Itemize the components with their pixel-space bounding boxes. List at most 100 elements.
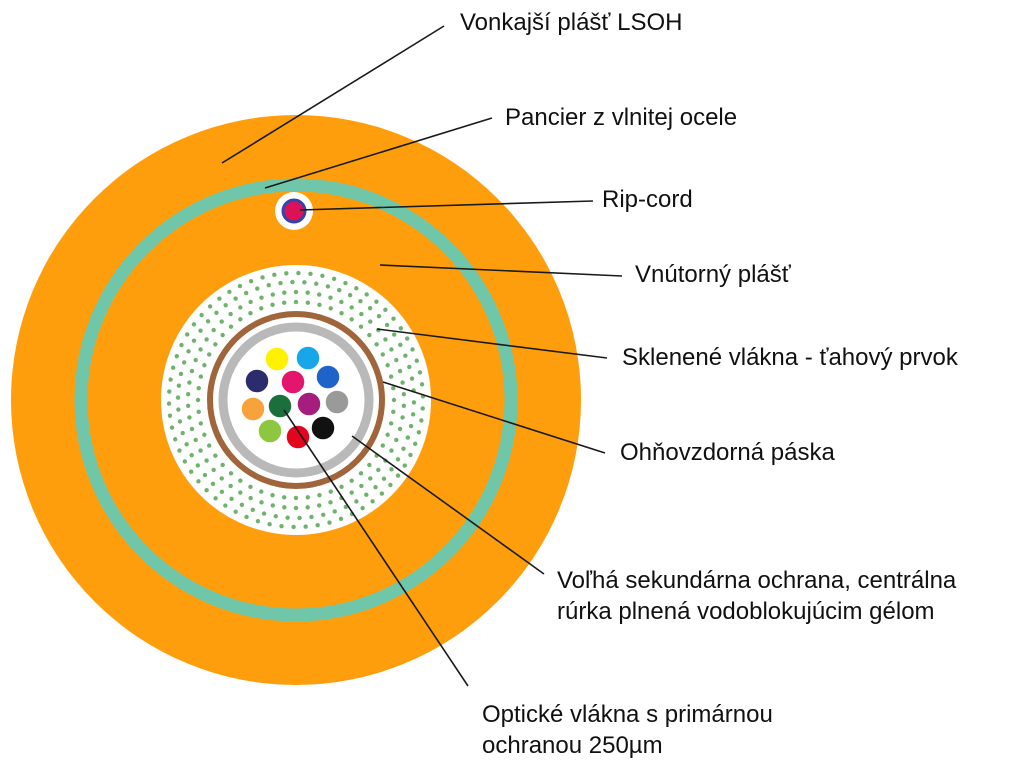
strength-dot: [385, 363, 390, 368]
strength-dot: [198, 421, 204, 426]
strength-dot: [358, 324, 364, 329]
strength-dot: [388, 421, 394, 426]
leader-inner-jacket: [379, 264, 623, 277]
strength-dot: [196, 385, 201, 391]
strength-dot: [328, 306, 333, 311]
strength-dot: [343, 280, 348, 286]
strength-dot: [213, 453, 218, 458]
strength-dot: [419, 382, 425, 387]
strength-dot: [404, 336, 410, 341]
strength-dot: [175, 395, 181, 400]
fiber-green: [267, 393, 293, 419]
strength-dot: [297, 515, 302, 521]
fiber-yellow: [264, 346, 290, 372]
strength-dot: [332, 509, 337, 514]
strength-dot: [204, 458, 209, 463]
leader-outer-jacket: [221, 25, 445, 164]
strength-dot: [191, 322, 197, 327]
fiber-royal-blue: [315, 364, 341, 390]
strength-dot: [186, 349, 191, 354]
strength-dot: [360, 505, 365, 511]
strength-dot: [293, 289, 299, 295]
strength-dot: [370, 499, 375, 504]
strength-dot: [270, 492, 275, 498]
strength-dot: [321, 512, 326, 518]
strength-dot: [189, 368, 195, 374]
strength-dot: [260, 275, 265, 280]
strength-dot: [320, 273, 325, 278]
strength-dot: [376, 467, 381, 473]
strength-dot: [261, 511, 267, 516]
strength-dot: [420, 406, 425, 411]
strength-dot: [193, 437, 198, 443]
strength-dot: [176, 383, 182, 388]
strength-dot: [317, 302, 322, 308]
strength-dot: [407, 364, 412, 370]
strength-dot: [270, 292, 275, 297]
strength-dot: [178, 371, 184, 377]
strength-dot: [180, 430, 185, 436]
strength-dot: [259, 489, 264, 494]
strength-dot: [243, 290, 249, 296]
strength-dot: [228, 483, 233, 489]
strength-dot: [279, 523, 284, 529]
strength-dot: [248, 279, 254, 284]
optical-fibers: [240, 345, 350, 450]
strength-dot: [381, 476, 387, 481]
rip-cord: [281, 198, 307, 224]
strength-dot: [391, 409, 396, 415]
strength-dot: [278, 280, 283, 286]
leader-lines: [221, 25, 623, 687]
strength-dot: [237, 283, 243, 289]
strength-dot: [314, 281, 319, 286]
strength-dot: [244, 514, 249, 520]
strength-dot: [248, 311, 253, 316]
strength-dot: [259, 306, 264, 311]
strength-dot: [207, 304, 213, 309]
strength-dot: [179, 342, 184, 348]
fiber-violet: [296, 391, 322, 417]
strength-dot: [173, 437, 178, 442]
strength-dot: [383, 337, 388, 342]
strength-dot: [338, 516, 344, 521]
strength-dot: [328, 489, 333, 494]
strength-dot: [358, 298, 363, 304]
strength-dot: [270, 503, 275, 508]
strength-dot: [305, 505, 310, 510]
strength-dot: [270, 302, 275, 308]
strength-dot: [196, 479, 201, 484]
strength-dot: [339, 299, 344, 305]
label-glass-strength-member: Sklenené vlákna - ťahový prvok: [622, 344, 958, 371]
strength-dot: [417, 370, 423, 375]
strength-dot: [296, 270, 301, 276]
strength-dot: [284, 271, 289, 276]
strength-dot: [238, 305, 243, 310]
strength-dot: [217, 296, 222, 301]
strength-dot: [187, 415, 192, 420]
strength-dot: [219, 489, 225, 495]
strength-dot: [228, 471, 234, 476]
strength-dot: [327, 520, 332, 525]
strength-dot: [238, 478, 243, 483]
strength-dot: [223, 503, 228, 508]
label-rip-cord: Rip-cord: [602, 186, 693, 213]
strength-dot: [413, 441, 418, 447]
strength-dot: [339, 484, 344, 489]
strength-dot: [189, 426, 195, 432]
strength-dot: [368, 319, 373, 324]
strength-dot: [398, 342, 403, 348]
strength-dot: [368, 476, 373, 481]
strength-dot: [395, 457, 401, 462]
strength-dot: [187, 380, 192, 385]
label-optical-fibers-line2: ochranou 250µm: [482, 732, 663, 759]
strength-dot: [223, 303, 228, 308]
strength-dot: [367, 332, 372, 338]
strength-dot: [397, 426, 403, 432]
fire-retardant-tape: [207, 311, 385, 489]
strength-dot: [168, 377, 173, 382]
strength-dot: [210, 481, 216, 487]
strength-dot: [196, 409, 201, 415]
strength-dot: [379, 491, 385, 496]
strength-dot: [193, 357, 198, 363]
strength-dot: [394, 357, 399, 363]
